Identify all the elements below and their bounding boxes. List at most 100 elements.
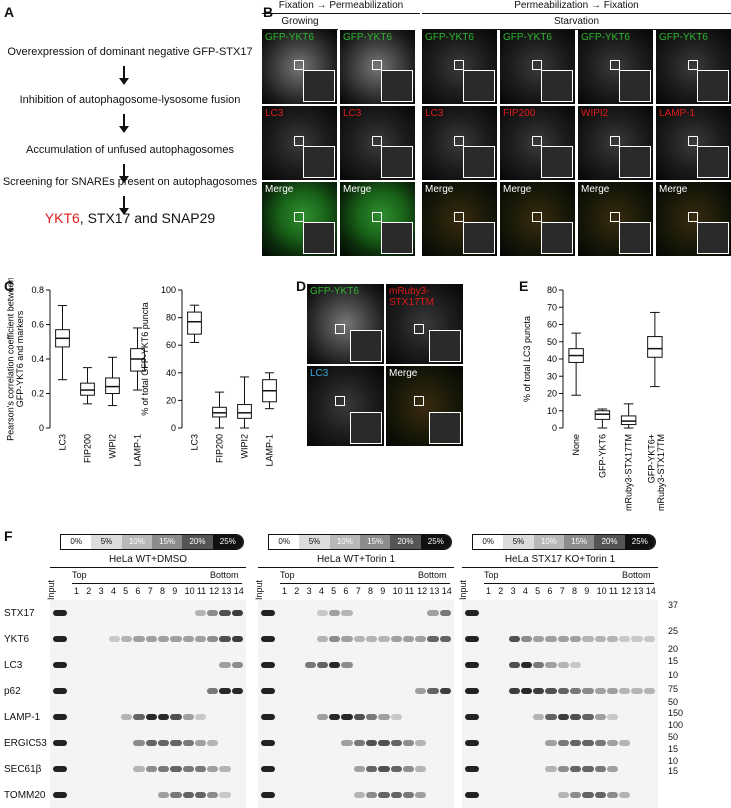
lane-band [545, 714, 557, 720]
lane-band [170, 714, 182, 720]
lane-band [366, 714, 378, 720]
lane-band [108, 636, 121, 642]
lane-band [439, 636, 451, 642]
y-tick-label: 10 [547, 406, 557, 416]
input-band [465, 688, 480, 694]
gradient-segment: 10% [533, 535, 564, 549]
micrograph-1-5: GFP-YKT6 [578, 30, 653, 104]
lane-band [353, 766, 365, 772]
d-lc3-image: LC3 [307, 366, 384, 446]
d-inset [429, 412, 461, 444]
lane-number: 8 [572, 586, 578, 596]
lane-band [158, 740, 170, 746]
lane-band [170, 792, 182, 798]
input-band [261, 714, 276, 720]
zoom-inset [697, 70, 729, 102]
roi-box [454, 212, 464, 222]
gradient-segment: 15% [151, 535, 183, 549]
micrograph-label: WIPI2 [581, 108, 609, 119]
lane-number: 13 [429, 586, 440, 596]
lane-band [145, 636, 157, 642]
input-band [53, 740, 68, 746]
lane-band [366, 636, 378, 642]
lane-band [121, 636, 133, 642]
lane-number: 1 [486, 586, 492, 596]
lane-band [606, 688, 619, 694]
lane-band [329, 610, 341, 616]
lane-number: 12 [417, 586, 428, 596]
flow-step-2: Inhibition of autophagosome-lysosome fus… [19, 94, 241, 106]
blot-strip [50, 652, 246, 678]
panel-label-a: A [4, 4, 15, 20]
input-band [465, 766, 480, 772]
gradient-segment: 25% [624, 535, 655, 549]
lane-band [353, 636, 365, 642]
lane-band [402, 766, 415, 772]
lane-band [170, 766, 182, 772]
lane-band [207, 610, 219, 616]
y-tick-label: 60 [166, 340, 176, 350]
gradient-segment: 10% [121, 535, 152, 549]
gradient-bar: 0%5%10%15%20%25% [472, 534, 656, 550]
lane-number: 4 [110, 586, 116, 596]
zoom-inset [463, 70, 495, 102]
micrograph-2-1: LC3 [262, 106, 337, 180]
input-band [261, 766, 276, 772]
lane-band [427, 688, 439, 694]
lane-band [390, 740, 402, 746]
lane-band [182, 740, 194, 746]
micrograph-label: Merge [265, 184, 294, 195]
lane-band [366, 740, 378, 746]
lane-band [366, 766, 378, 772]
d-gfp-image: GFP-YKT6 [307, 284, 384, 364]
gradient-segment: 20% [182, 535, 213, 549]
lane-band [182, 714, 194, 720]
input-band [53, 688, 68, 694]
lane-band [570, 740, 582, 746]
input-band [261, 740, 276, 746]
lane-band [557, 636, 569, 642]
flow-result: YKT6, STX17 and SNAP29 [0, 210, 260, 226]
y-tick-label: 80 [547, 285, 557, 295]
lane-band [329, 662, 341, 668]
gradient-segment: 0% [473, 535, 504, 549]
micrograph-label: Merge [659, 184, 688, 195]
lane-band [415, 636, 427, 642]
lane-band [219, 766, 231, 772]
lane-number: 7 [147, 586, 153, 596]
micrograph-label: Merge [581, 184, 610, 195]
lane-band [182, 766, 194, 772]
lane-band [570, 766, 582, 772]
y-tick-label: 60 [547, 320, 557, 330]
input-band [261, 688, 276, 694]
lane-band [533, 688, 545, 694]
lane-band [557, 792, 569, 798]
category-label: WIPI2 [240, 434, 250, 459]
lane-number: 7 [559, 586, 565, 596]
box-iqr [594, 410, 611, 420]
zoom-inset [463, 222, 495, 254]
lane-band [390, 636, 402, 642]
lane-band [557, 662, 569, 668]
lane-number: 4 [318, 586, 324, 596]
roi-box [294, 212, 304, 222]
lane-band [520, 636, 533, 642]
gradient-segment: 5% [503, 535, 534, 549]
lane-band [570, 688, 582, 694]
gradient-segment: 5% [299, 535, 330, 549]
condition-underline [258, 567, 454, 568]
lane-number: 14 [233, 586, 244, 596]
category-label: FIP200 [83, 434, 93, 463]
input-band [53, 792, 68, 798]
lane-band [145, 714, 157, 720]
lane-band [378, 766, 390, 772]
y-tick-label: 80 [166, 313, 176, 323]
lane-band [194, 766, 207, 772]
y-tick-label: 0 [171, 423, 176, 433]
micrograph-label: Merge [503, 184, 532, 195]
blot-row-label: LAMP-1 [4, 712, 41, 723]
lane-band [415, 740, 427, 746]
box-iqr [80, 382, 95, 396]
lane-band [582, 688, 594, 694]
mw-marker: 15 [668, 766, 679, 776]
